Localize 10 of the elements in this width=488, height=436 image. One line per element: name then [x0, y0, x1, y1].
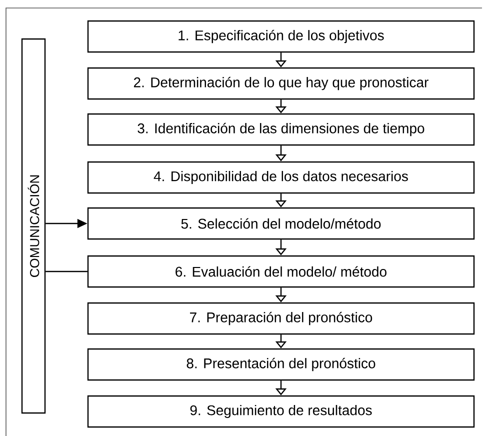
process-box: 3. Identificación de las dimensiones de tiempo: [87, 113, 475, 146]
process-box: 6. Evaluación del modelo/ método: [87, 255, 475, 288]
process-box: 2. Determinación de lo que hay que pronosticar: [87, 67, 475, 100]
vertical-box: COMUNICACIÓN: [21, 38, 46, 414]
process-box: 7. Preparación del pronóstico: [87, 302, 475, 335]
process-box: 1. Especificación de los objetivos: [87, 20, 475, 53]
process-box: 4. Disponibilidad de los datos necesarios: [87, 161, 475, 194]
process-box: 5. Selección del modelo/método: [87, 207, 475, 240]
process-box: 8. Presentación del pronóstico: [87, 348, 475, 381]
process-box: 9. Seguimiento de resultados: [87, 395, 475, 428]
